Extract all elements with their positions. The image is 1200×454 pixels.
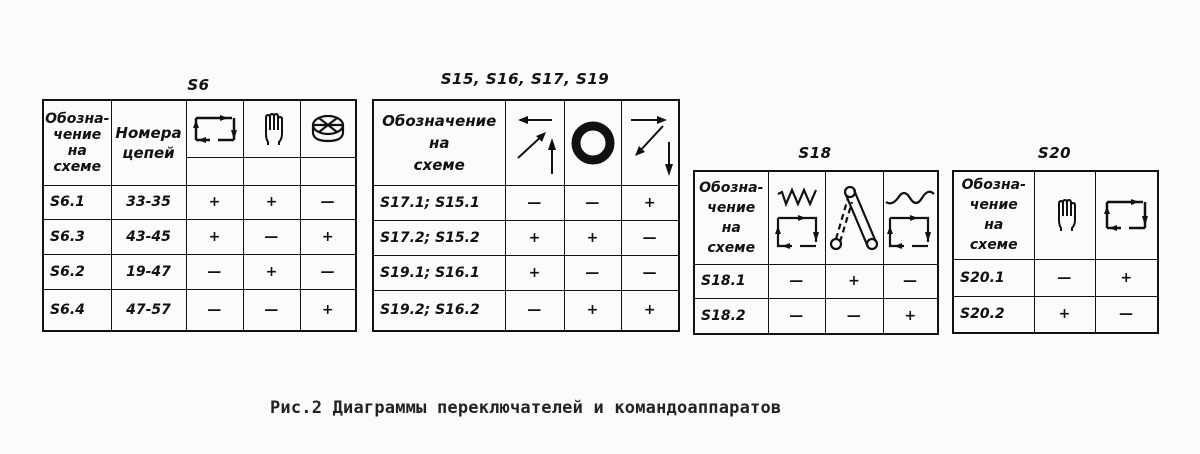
circuits-header-text: Номера цепей bbox=[115, 123, 182, 162]
row-circuits: 33-35 bbox=[110, 184, 187, 220]
state-cell: — bbox=[767, 297, 826, 335]
designation-header: Обозначение на схеме bbox=[372, 99, 506, 186]
state-cell: — bbox=[563, 254, 622, 291]
state-cell: + bbox=[1094, 258, 1159, 297]
table-row: S6.3 43-45 + — + bbox=[42, 218, 357, 255]
table-row: S6.4 47-57 — — + bbox=[42, 288, 357, 332]
designation-header-text: Обозначение на схеме bbox=[382, 111, 497, 174]
state-cell: + bbox=[299, 288, 357, 332]
state-cell: — bbox=[299, 184, 357, 220]
row-id: S20.2 bbox=[952, 295, 1035, 334]
arrow-right-down-icon bbox=[620, 99, 680, 186]
designation-header: Обозна- чение на схеме bbox=[952, 170, 1035, 260]
state-cell: + bbox=[242, 253, 301, 290]
state-cell: — bbox=[504, 184, 565, 221]
row-circuits: 19-47 bbox=[110, 253, 187, 290]
state-cell: — bbox=[504, 289, 565, 332]
s15-table: Обозначение на схеме S17.1; S15.1 — — + … bbox=[372, 99, 680, 332]
state-cell: — bbox=[242, 218, 301, 255]
state-cell: — bbox=[620, 219, 680, 256]
spring-cycle-icon bbox=[767, 170, 826, 265]
state-cell: — bbox=[185, 253, 244, 290]
state-cell: — bbox=[185, 288, 244, 332]
hand-icon bbox=[242, 99, 301, 158]
row-id: S6.1 bbox=[42, 184, 112, 220]
state-cell: + bbox=[563, 219, 622, 256]
designation-header-text: Обозна- чение на схеме bbox=[699, 179, 764, 256]
row-id: S19.2; S16.2 bbox=[372, 289, 506, 332]
table-row: S19.2; S16.2 — + + bbox=[372, 289, 680, 332]
state-cell: — bbox=[882, 263, 939, 299]
s20-table: Обозна- чение на схеме S20.1 — + S20.2 +… bbox=[952, 170, 1159, 334]
designation-header: Обозна- чение на схеме bbox=[42, 99, 112, 186]
wave-cycle-icon bbox=[882, 170, 939, 265]
state-cell: + bbox=[504, 219, 565, 256]
state-cell: — bbox=[563, 184, 622, 221]
row-id: S20.1 bbox=[952, 258, 1035, 297]
lever-icon bbox=[824, 170, 884, 265]
circuits-header: Номера цепей bbox=[110, 99, 187, 186]
row-id: S18.2 bbox=[693, 297, 769, 335]
arrow-left-up-icon bbox=[504, 99, 565, 186]
state-cell: + bbox=[1033, 295, 1096, 334]
row-id: S19.1; S16.1 bbox=[372, 254, 506, 291]
cam-drum-icon bbox=[299, 99, 357, 158]
state-cell: + bbox=[299, 218, 357, 255]
table-row: S17.2; S15.2 + + — bbox=[372, 219, 680, 256]
empty-cell bbox=[185, 156, 244, 186]
table-row: S20.1 — + bbox=[952, 258, 1159, 297]
state-cell: + bbox=[824, 263, 884, 299]
state-cell: + bbox=[882, 297, 939, 335]
table-row: S6.1 33-35 + + — bbox=[42, 184, 357, 220]
figure-caption: Рис.2 Диаграммы переключателей и командо… bbox=[270, 398, 782, 418]
row-id: S18.1 bbox=[693, 263, 769, 299]
row-id: S17.1; S15.1 bbox=[372, 184, 506, 221]
state-cell: + bbox=[620, 184, 680, 221]
s15-title: S15, S16, S17, S19 bbox=[440, 70, 610, 88]
table-row: S20.2 + — bbox=[952, 295, 1159, 334]
state-cell: — bbox=[299, 253, 357, 290]
row-circuits: 47-57 bbox=[110, 288, 187, 332]
table-row: S6.2 19-47 — + — bbox=[42, 253, 357, 290]
s6-title: S6 bbox=[187, 76, 210, 94]
state-cell: + bbox=[620, 289, 680, 332]
empty-cell bbox=[242, 156, 301, 186]
designation-header: Обозна- чение на схеме bbox=[693, 170, 769, 265]
state-cell: — bbox=[1033, 258, 1096, 297]
designation-header-text: Обозна- чение на схеме bbox=[961, 177, 1026, 254]
row-id: S6.2 bbox=[42, 253, 112, 290]
row-id: S6.4 bbox=[42, 288, 112, 332]
s20-title: S20 bbox=[1037, 144, 1072, 162]
state-cell: — bbox=[242, 288, 301, 332]
state-cell: — bbox=[824, 297, 884, 335]
state-cell: + bbox=[504, 254, 565, 291]
row-id: S6.3 bbox=[42, 218, 112, 255]
state-cell: + bbox=[185, 218, 244, 255]
designation-header-text: Обозна- чение на схеме bbox=[45, 110, 110, 175]
cycle-rectangle-icon bbox=[1094, 170, 1159, 260]
row-circuits: 43-45 bbox=[110, 218, 187, 255]
row-id: S17.2; S15.2 bbox=[372, 219, 506, 256]
hand-icon bbox=[1033, 170, 1096, 260]
s18-table: Обозна- чение на схеме S18.1 — + — S18.2… bbox=[693, 170, 939, 335]
state-cell: — bbox=[620, 254, 680, 291]
state-cell: + bbox=[242, 184, 301, 220]
state-cell: — bbox=[1094, 295, 1159, 334]
state-cell: + bbox=[185, 184, 244, 220]
table-row: S18.2 — — + bbox=[693, 297, 939, 335]
ring-icon bbox=[563, 99, 622, 186]
s18-title: S18 bbox=[798, 144, 832, 162]
state-cell: — bbox=[767, 263, 826, 299]
table-row: S18.1 — + — bbox=[693, 263, 939, 299]
table-row: S17.1; S15.1 — — + bbox=[372, 184, 680, 221]
state-cell: + bbox=[563, 289, 622, 332]
empty-cell bbox=[299, 156, 357, 186]
cycle-rectangle-icon bbox=[185, 99, 244, 158]
s6-table: Обозна- чение на схеме Номера цепей S6.1… bbox=[42, 99, 357, 332]
table-row: S19.1; S16.1 + — — bbox=[372, 254, 680, 291]
